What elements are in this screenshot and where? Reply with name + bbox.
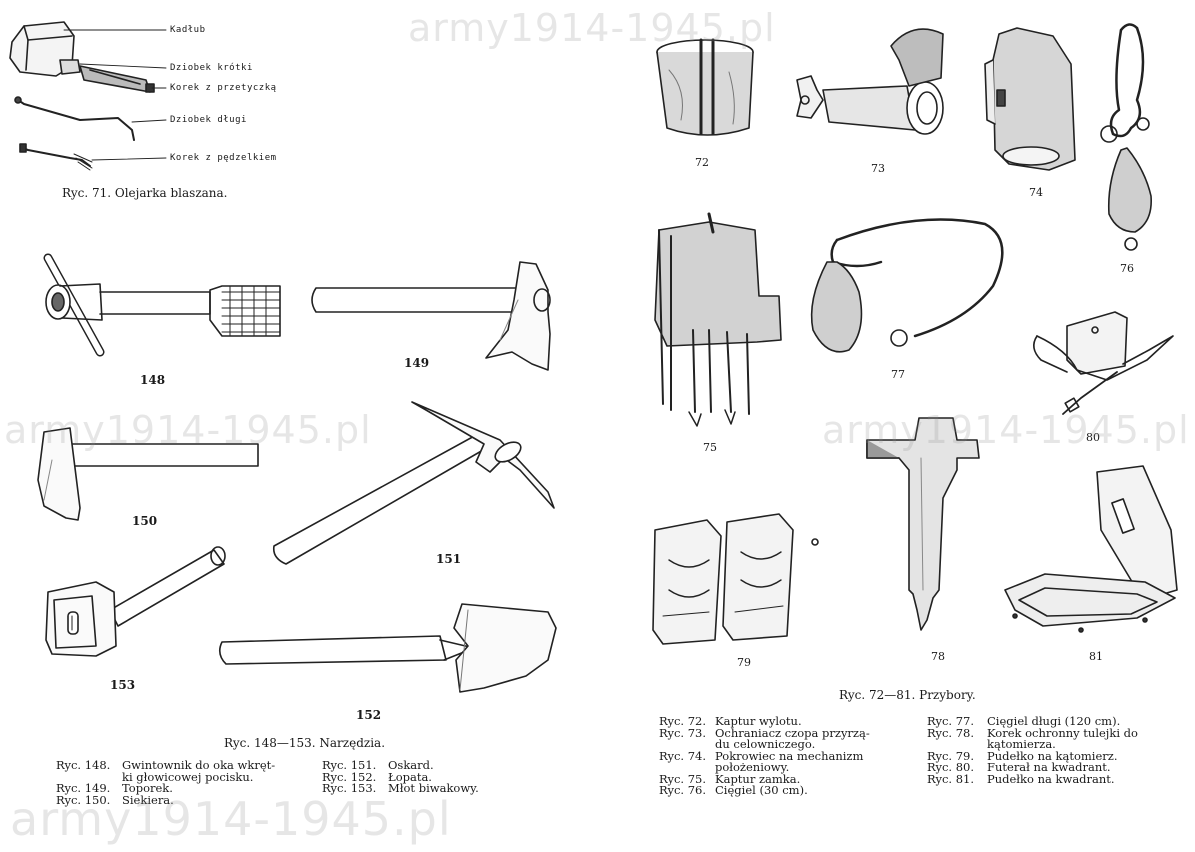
figure-number-77: 77 [891,368,905,381]
tools-legend-right: Ryc. 151. Oskard. Ryc. 152. Łopata. Ryc. 1… [322,758,479,795]
legend-key: Ryc. 81. [927,771,974,786]
legend-row: Ryc. 150. Siekiera. [56,792,275,807]
legend-row: Ryc. 79. Pudełko na kątomierz. [927,748,1138,763]
legend-key: Ryc. 74. [659,748,706,763]
legend-row: Ryc. 153. Młot biwakowy. [322,781,479,795]
legend-key: Ryc. 150. [56,792,111,807]
muzzle-cover-drawing [656,38,754,136]
legend-row: Ryc. 78. Korek ochronny tulejki do kątomi… [927,725,1138,751]
legend-row: Ryc. 80. Futerał na kwadrant. [927,760,1138,774]
right-page-illustrations [652,23,1178,645]
quadrant-box-drawing [1004,465,1178,633]
legend-key: Ryc. 73. [659,725,706,740]
legend-value: Pudełko na kwadrant. [987,771,1115,786]
legend-key: Ryc. 80. [927,760,974,774]
right-page: 72 73 74 76 75 77 80 79 78 81 Ryc. 72—81… [597,0,1195,852]
legend-key: Ryc. 151. [322,758,377,772]
legend-value: Korek ochronny tulejki do kątomierza. [987,725,1138,751]
accessories-legend-left: Ryc. 72. Kaptur wylotu. Ryc. 73. Ochraniac… [659,714,870,797]
legend-key: Ryc. 77. [927,714,974,728]
legend-row: Ryc. 77. Cięgiel długi (120 cm). [927,714,1138,728]
legend-value: Pudełko na kątomierz. [987,748,1118,763]
left-page: Kadłub Dziobek krótki Korek z przetyczką… [0,0,597,852]
protractor-box-drawing [652,513,819,645]
oiler-label-long-spout: Dziobek długi [170,115,247,125]
long-cord-drawing [810,218,1004,353]
shovel-drawing [218,603,557,693]
protective-plug-drawing [866,417,980,631]
legend-value: Pokrowiec na mechanizm położeniowy. [715,748,864,774]
oiler-drawing [9,21,167,171]
figure-number-74: 74 [1029,186,1043,199]
camp-hammer-drawing [45,546,226,657]
legend-row: Ryc. 73. Ochraniacz czopa przyrzą- du cel… [659,725,870,751]
accessories-caption: Ryc. 72—81. Przybory. [839,688,976,702]
figure-number-72: 72 [695,156,709,169]
oiler-label-short-spout: Dziobek krótki [170,63,253,73]
hatchet-drawing [311,261,551,371]
oiler-label-brush-cap: Korek z pędzelkiem [170,153,277,163]
legend-key: Ryc. 149. [56,781,111,795]
legend-key: Ryc. 72. [659,714,706,728]
figure-number-78: 78 [931,650,945,663]
accessories-legend-right: Ryc. 77. Cięgiel długi (120 cm). Ryc. 78.… [927,714,1138,786]
legend-row: Ryc. 151. Oskard. [322,758,479,772]
legend-key: Ryc. 153. [322,781,377,795]
sight-protector-drawing [796,28,944,135]
figure-number-153: 153 [110,678,136,692]
figure-number-150: 150 [132,514,158,528]
tools-caption: Ryc. 148—153. Narzędzia. [224,736,386,750]
axe-drawing [37,427,259,521]
figure-number-149: 149 [404,356,430,370]
legend-value: Ochraniacz czopa przyrzą- du celowniczeg… [715,725,870,751]
legend-value: Oskard. [388,758,434,772]
legend-value: Cięgiel (30 cm). [715,783,808,797]
legend-row: Ryc. 76. Cięgiel (30 cm). [659,783,870,797]
mechanism-cover-drawing [984,27,1076,171]
oiler-label-cap-pin: Korek z przetyczką [170,83,277,93]
legend-row: Ryc. 149. Toporek. [56,781,275,795]
figure-number-76: 76 [1120,262,1134,275]
bolt-cover-drawing [654,212,782,427]
legend-row: Ryc. 74. Pokrowiec na mechanizm położenio… [659,748,870,774]
tools-legend-left: Ryc. 148. Gwintownik do oka wkręt- ki gło… [56,758,276,807]
figure-number-151: 151 [436,552,462,566]
legend-row: Ryc. 81. Pudełko na kwadrant. [927,771,1138,786]
tap-tool-drawing [43,253,281,357]
oiler-label-body: Kadłub [170,25,206,35]
legend-row: Ryc. 75. Kaptur zamka. [659,771,870,786]
figure-number-148: 148 [140,373,166,387]
legend-key: Ryc. 152. [322,769,377,784]
legend-value: Młot biwakowy. [388,781,479,795]
legend-value: Futerał na kwadrant. [987,760,1111,774]
legend-value: Łopata. [388,769,432,784]
legend-value: Cięgiel długi (120 cm). [987,714,1121,728]
legend-key: Ryc. 78. [927,725,974,740]
short-cord-drawing [1100,23,1152,251]
pickaxe-drawing [272,401,555,565]
legend-value: Kaptur wylotu. [715,714,802,728]
figure-number-73: 73 [871,162,885,175]
quadrant-case-drawing [1033,311,1174,415]
legend-row: Ryc. 72. Kaptur wylotu. [659,714,870,728]
legend-row: Ryc. 152. Łopata. [322,769,479,784]
figure-number-152: 152 [356,708,382,722]
figure-number-81: 81 [1089,650,1103,663]
legend-key: Ryc. 148. [56,758,111,772]
figure-number-79: 79 [737,656,751,669]
figure-number-80: 80 [1086,431,1100,444]
legend-key: Ryc. 76. [659,783,706,797]
legend-row: Ryc. 148. Gwintownik do oka wkręt- ki gło… [56,758,276,784]
legend-value: Siekiera. [122,792,174,807]
left-page-illustrations [9,21,557,693]
legend-value: Kaptur zamka. [715,771,801,786]
legend-key: Ryc. 75. [659,771,706,786]
oiler-caption: Ryc. 71. Olejarka blaszana. [62,186,228,200]
legend-value: Toporek. [122,781,173,795]
legend-key: Ryc. 79. [927,748,974,763]
legend-value: Gwintownik do oka wkręt- ki głowicowej p… [122,758,276,784]
figure-number-75: 75 [703,441,717,454]
